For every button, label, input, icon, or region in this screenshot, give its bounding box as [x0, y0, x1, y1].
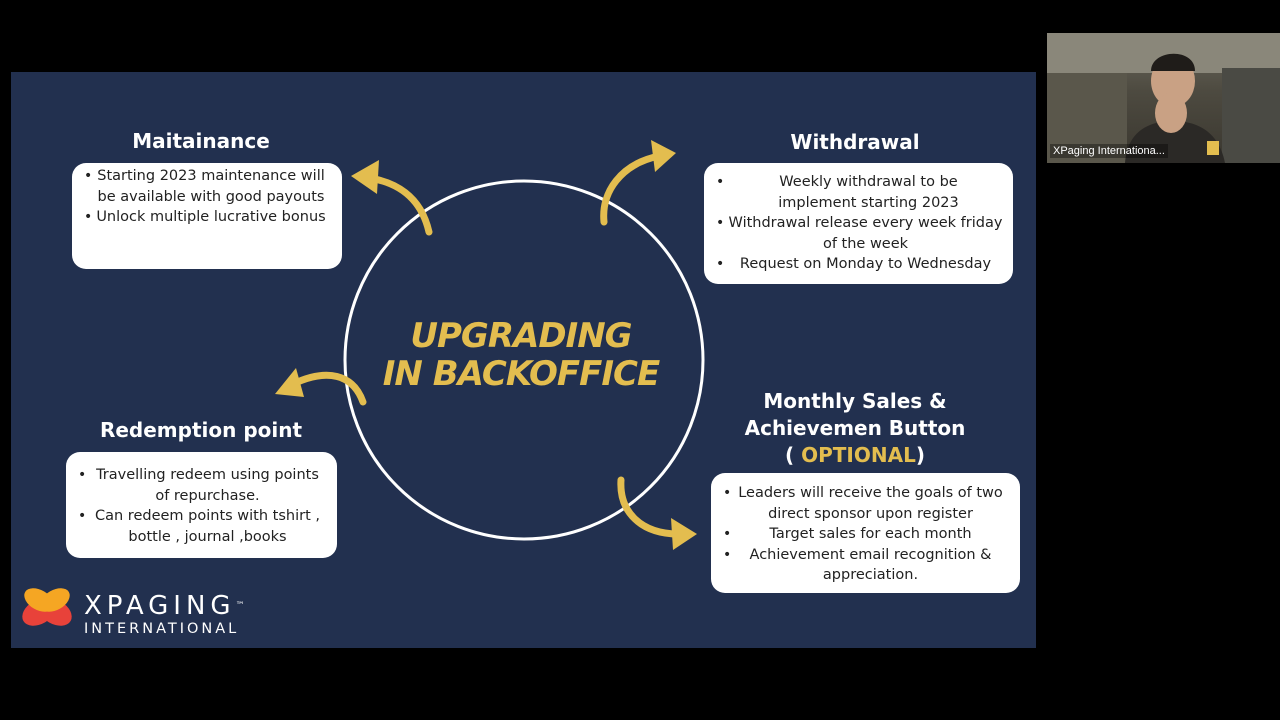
monthly-card: Leaders will receive the goals of two di…: [711, 473, 1020, 593]
list-item: Target sales for each month: [711, 524, 1012, 545]
logo-tm: ™: [235, 601, 245, 611]
list-item: Withdrawal release every week friday of …: [704, 213, 1009, 254]
arrow-top-right: [600, 152, 663, 226]
redemption-heading: Redemption point: [99, 418, 303, 442]
list-item: Achievement email recognition & apprecia…: [711, 545, 1012, 586]
logo-sub: INTERNATIONAL: [84, 621, 240, 637]
center-title-line1: UPGRADING: [410, 316, 632, 356]
arrow-top-right-head: [651, 140, 676, 172]
paren-close: ): [915, 443, 925, 467]
list-item: Weekly withdrawal to be implement starti…: [704, 172, 1009, 213]
withdrawal-heading: Withdrawal: [790, 130, 920, 154]
xpaging-logo-mark: [22, 588, 72, 626]
list-item: Travelling redeem using points of repurc…: [66, 465, 331, 506]
withdrawal-card: Weekly withdrawal to be implement starti…: [704, 163, 1013, 284]
monthly-heading: Monthly Sales & Achievemen Button ( OPTI…: [715, 388, 995, 469]
monthly-heading-line2: Achievemen Button: [744, 416, 966, 440]
participant-name-label: XPaging Internationa...: [1050, 144, 1168, 158]
xpaging-logo: XPAGING™ INTERNATIONAL: [84, 592, 245, 638]
monthly-heading-optional-line: ( OPTIONAL): [715, 442, 995, 469]
center-title-line2: IN BACKOFFICE: [382, 354, 660, 394]
redemption-card: Travelling redeem using points of repurc…: [66, 452, 337, 558]
center-circle: [22, 140, 705, 626]
monthly-heading-line1: Monthly Sales &: [763, 389, 947, 413]
arrow-left-head: [275, 368, 304, 397]
presentation-slide: UPGRADING IN BACKOFFICE Maitainance Star…: [11, 72, 1036, 648]
paren-open: (: [785, 443, 802, 467]
arrow-left: [289, 371, 367, 406]
optional-label: OPTIONAL: [801, 443, 916, 467]
maintenance-heading: Maitainance: [132, 129, 270, 153]
arrow-bottom-right-head: [671, 518, 697, 550]
participant-video-tile[interactable]: XPaging Internationa...: [1047, 33, 1280, 163]
list-item: Request on Monday to Wednesday: [704, 254, 1009, 275]
list-item: Can redeem points with tshirt , bottle ,…: [66, 506, 331, 547]
maintenance-card: Starting 2023 maintenance will be availa…: [72, 163, 342, 269]
logo-name: XPAGING: [84, 591, 236, 621]
arrow-bottom-right: [617, 476, 683, 538]
arrow-top-left-head: [351, 160, 379, 194]
participant-video-image: [1047, 33, 1280, 163]
list-item: Starting 2023 maintenance will be availa…: [72, 166, 332, 207]
center-title: UPGRADING IN BACKOFFICE: [361, 317, 681, 393]
list-item: Unlock multiple lucrative bonus: [72, 207, 332, 228]
list-item: Leaders will receive the goals of two di…: [711, 483, 1012, 524]
